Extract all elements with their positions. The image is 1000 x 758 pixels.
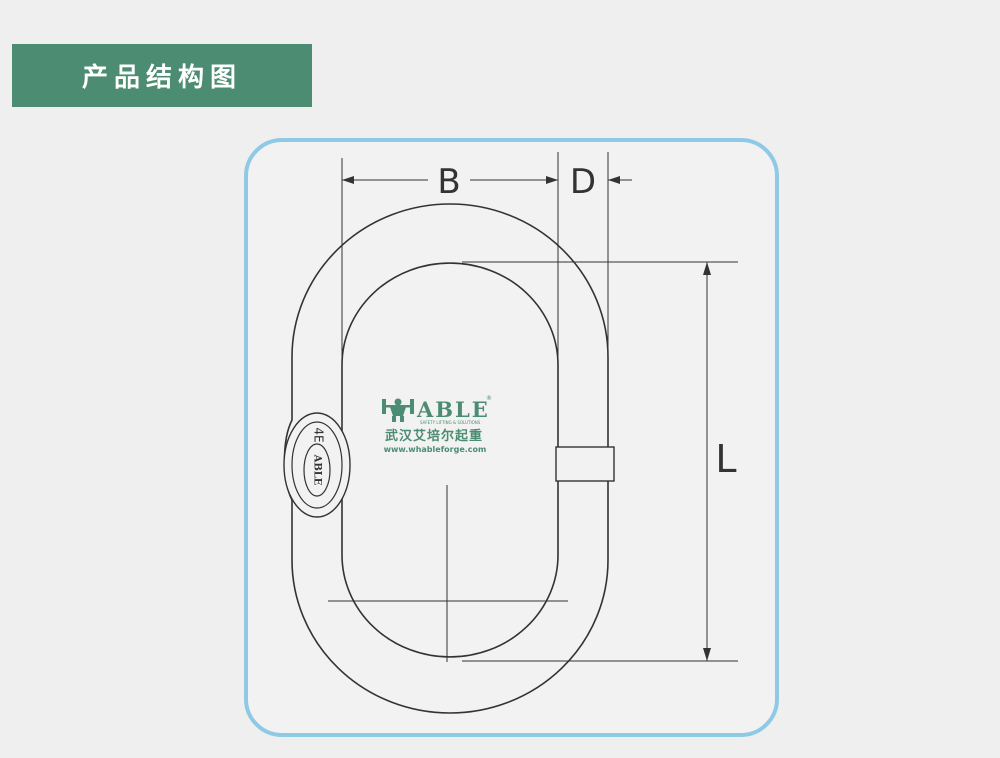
section-title: 产品结构图 (81, 63, 242, 93)
forged-boss-outer (283, 412, 351, 518)
grade-marking: 4E (312, 427, 326, 442)
weightlifter-icon (382, 398, 414, 422)
logo-tagline: SAFETY LIFTING & SOLUTIONS (420, 420, 481, 425)
dimension-l-label: L (715, 437, 736, 481)
brand-stamp-text: ABLE (312, 454, 323, 486)
dimension-l-arrow-bottom (703, 648, 711, 661)
company-logo: ABLE ® SAFETY LIFTING & SOLUTIONS 武汉艾培尔起… (382, 395, 492, 454)
dimension-b-label-bg (428, 162, 470, 198)
link-collar (555, 446, 615, 482)
dimension-b-arrow-left (342, 176, 354, 184)
dimension-b-arrow-right (546, 176, 558, 184)
forged-boss-inner (291, 421, 343, 509)
dimension-l-arrow-top (703, 262, 711, 275)
link-outer-outline (283, 203, 609, 714)
link-inner-outline (341, 262, 559, 658)
brand-stamp-oval (303, 443, 331, 497)
logo-brand-text: ABLE (416, 397, 490, 422)
section-title-banner: 产品结构图 (12, 44, 312, 107)
logo-website: www.whableforge.com (384, 445, 487, 454)
svg-text:®: ® (486, 395, 492, 402)
dimension-b-label: B (437, 162, 460, 202)
dimension-d-label: D (570, 162, 596, 202)
logo-company-name: 武汉艾培尔起重 (385, 428, 483, 444)
dimension-d-arrow (608, 176, 620, 184)
